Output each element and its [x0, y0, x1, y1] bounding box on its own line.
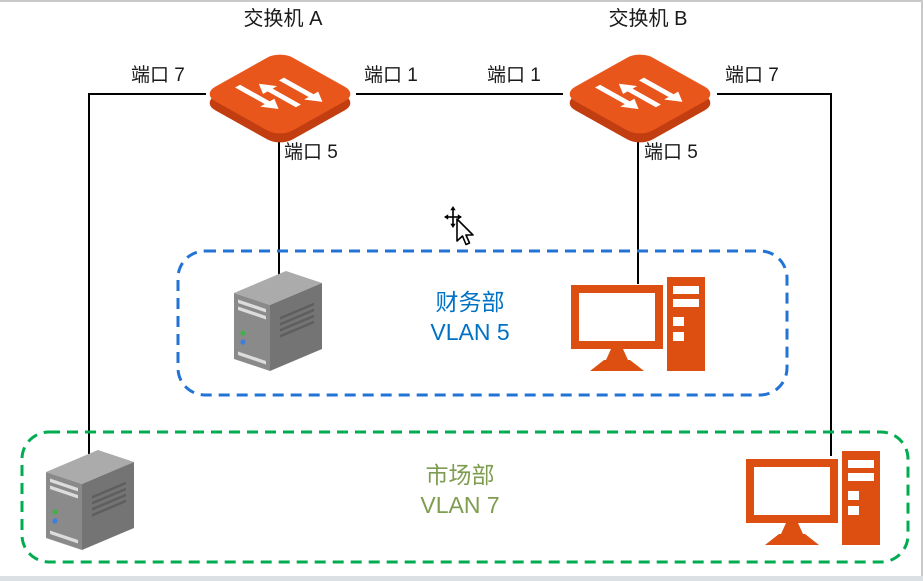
vlan5-label-group: 财务部 VLAN 5 — [370, 287, 570, 347]
vlan7-id-label: VLAN 7 — [420, 492, 500, 518]
vlan7-boundary-box — [20, 430, 910, 564]
vlan5-department-label: 财务部 — [435, 289, 505, 315]
canvas-edge-right — [921, 0, 923, 581]
line-switchA-port7-horizontal — [88, 93, 206, 95]
switch-b-title: 交换机 B — [608, 8, 688, 30]
vlan7-label-group: 市场部 VLAN 7 — [360, 460, 560, 520]
line-switchB-port7-vertical — [830, 93, 832, 456]
vlan5-id-label: VLAN 5 — [430, 319, 510, 345]
vlan5-boundary-box — [176, 249, 789, 397]
line-switchA-port7-vertical — [88, 93, 90, 454]
line-switchA-switchB-trunk — [356, 93, 563, 95]
switchB-port1-label: 端口 1 — [487, 65, 541, 86]
desktop-pc-icon — [571, 277, 705, 371]
switch-icon — [569, 54, 711, 143]
canvas-edge-top — [0, 0, 923, 2]
switch-icon — [209, 54, 351, 143]
server-icon — [234, 271, 322, 371]
canvas-edge-bottom — [0, 576, 923, 581]
desktop-pc-icon — [746, 451, 880, 545]
switchB-port7-label: 端口 7 — [725, 65, 779, 86]
switchA-port1-label: 端口 1 — [364, 65, 418, 86]
server-icon — [46, 450, 134, 550]
switchB-port5-label: 端口 5 — [644, 142, 698, 163]
switch-a-title: 交换机 A — [243, 8, 323, 30]
vlan7-department-label: 市场部 — [425, 462, 495, 488]
switchA-port7-label: 端口 7 — [131, 65, 185, 86]
line-switchA-port5 — [278, 131, 280, 275]
line-switchB-port7-horizontal — [717, 93, 832, 95]
line-switchB-port5 — [637, 131, 639, 284]
switchA-port5-label: 端口 5 — [284, 142, 338, 163]
move-cursor-icon — [444, 206, 474, 246]
